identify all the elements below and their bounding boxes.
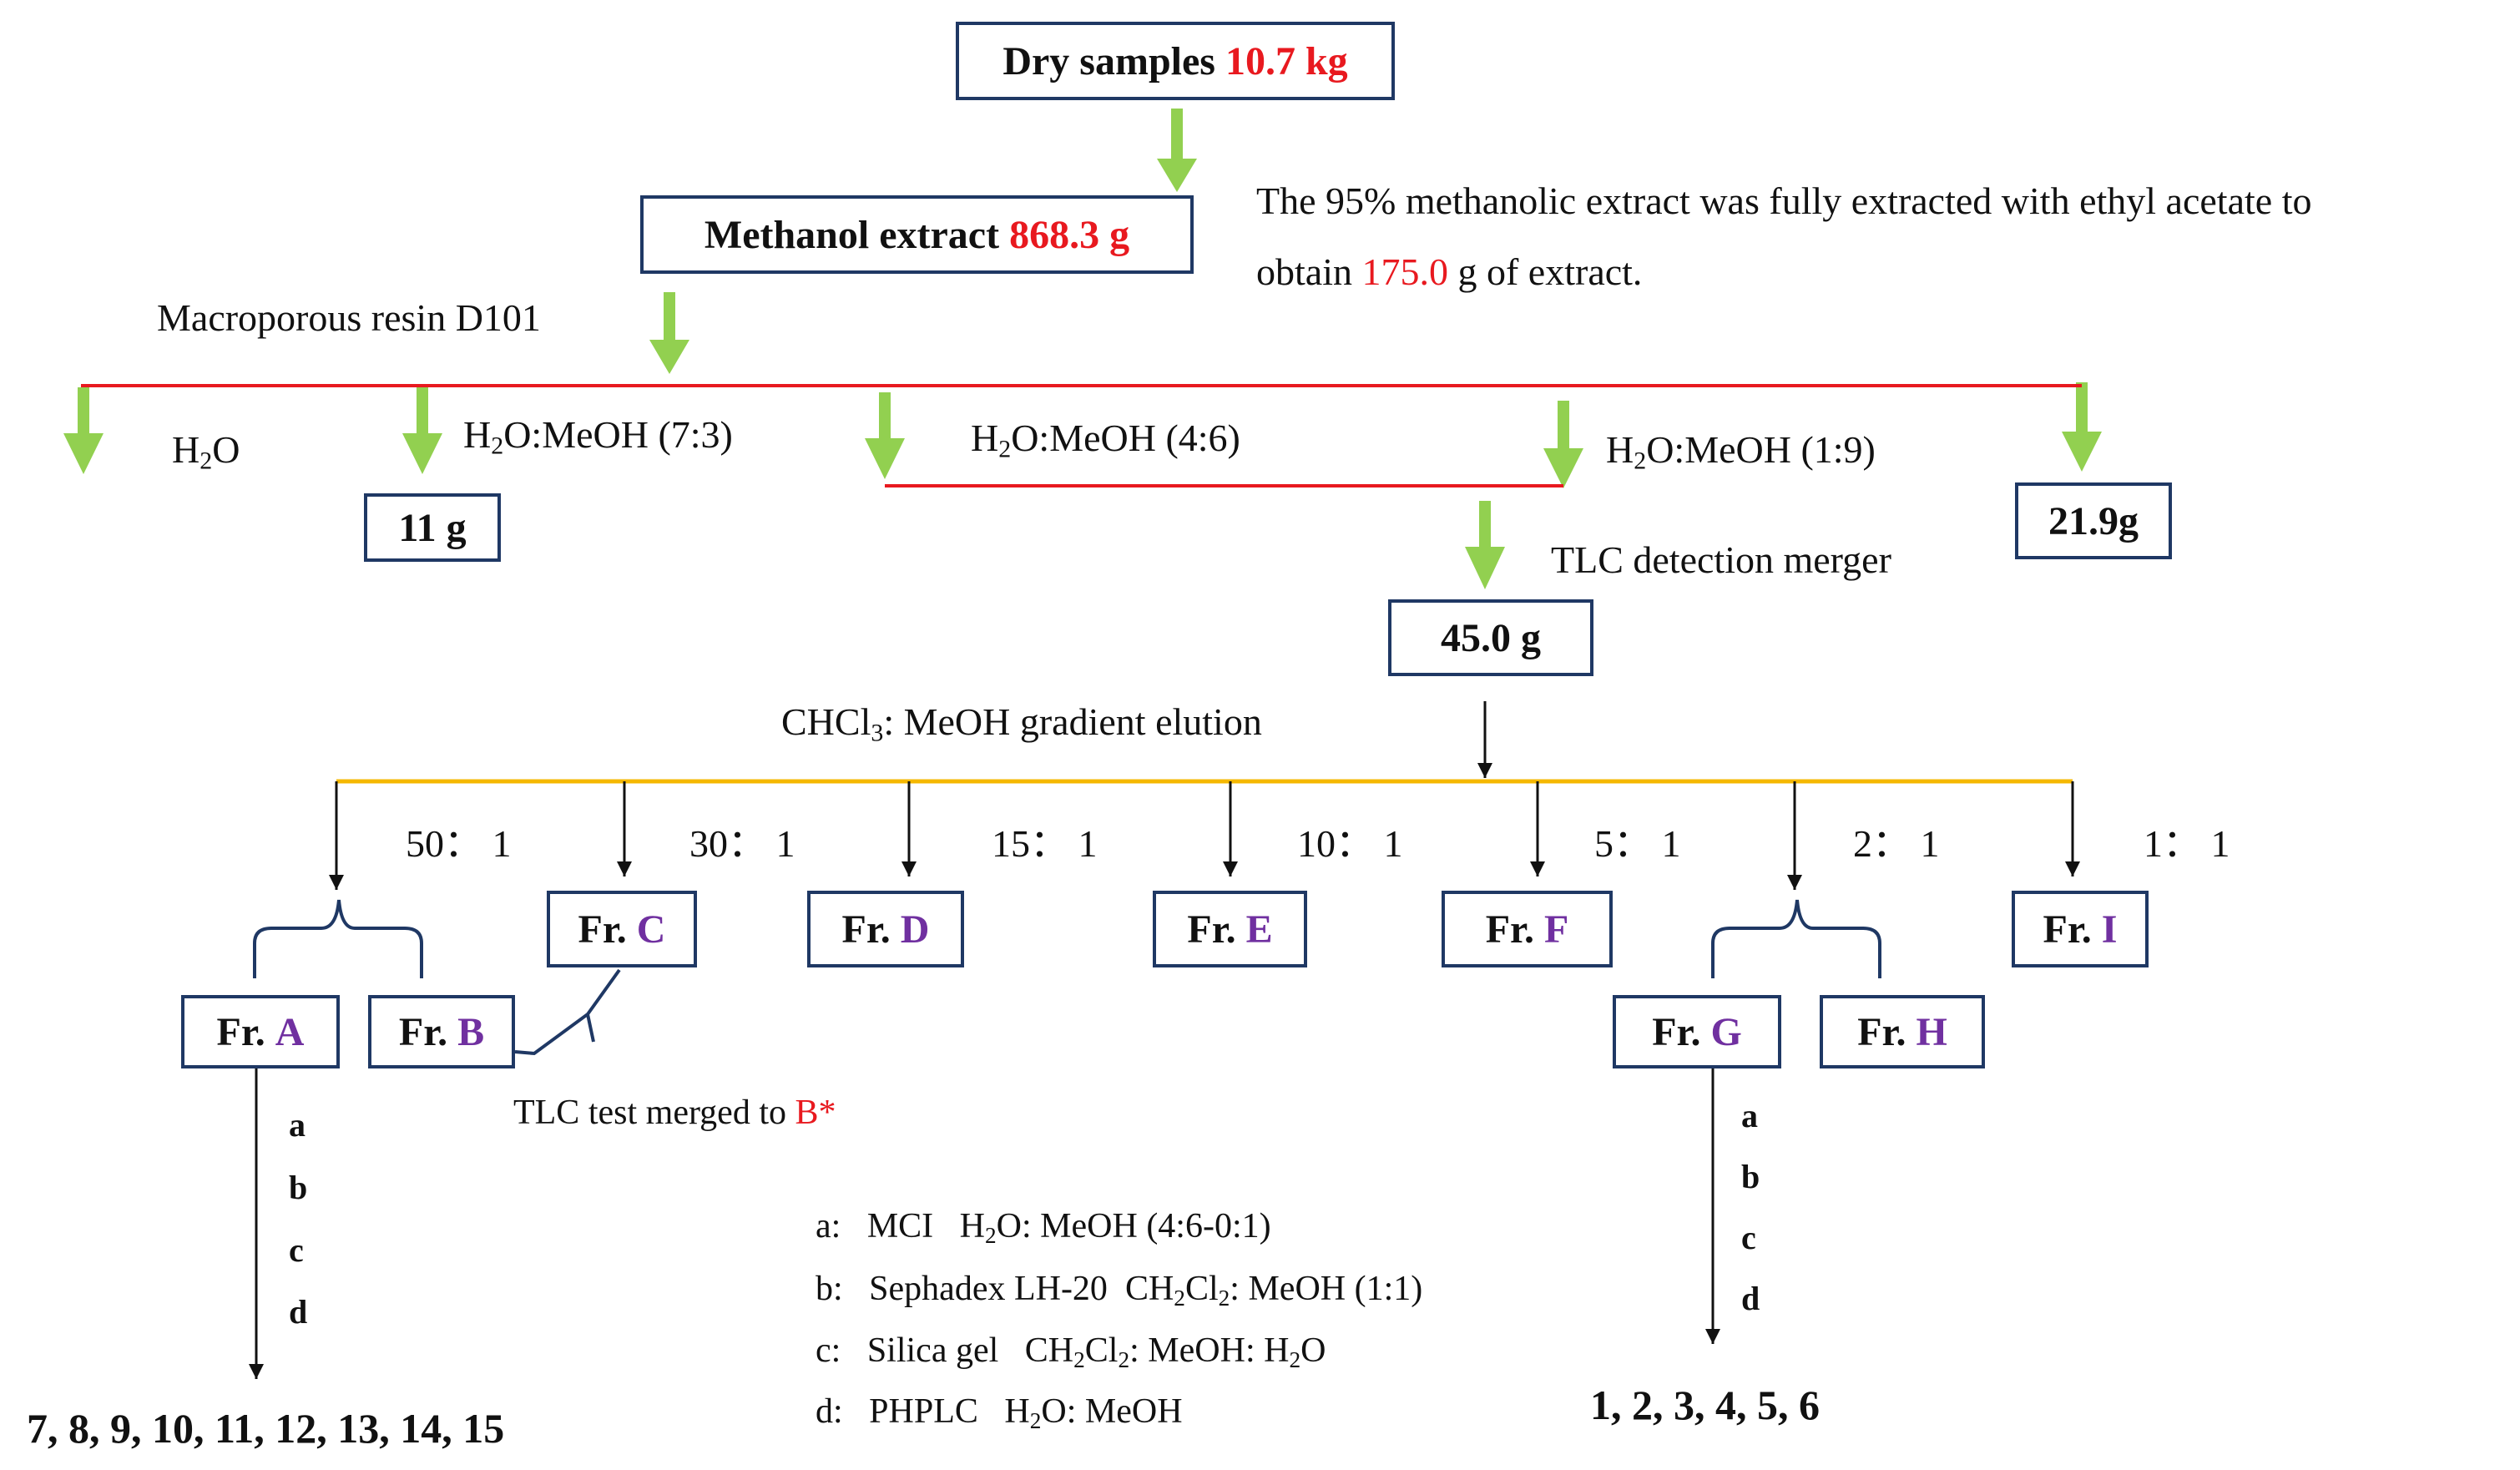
eluent-4-6: H2O:MeOH (4:6) [971, 417, 1240, 463]
legend-item-a: a: MCI H2O: MeOH (4:6-0:1) [816, 1207, 1271, 1248]
green-arrow-icon [1157, 109, 1197, 192]
ratio-label: 1： 1 [2144, 822, 2230, 865]
step-letter: d [1741, 1280, 1760, 1317]
extract-note-line1: The 95% methanolic extract was fully ext… [1256, 179, 2312, 222]
water-eluent: H2O [172, 428, 240, 475]
green-arrows [63, 109, 2102, 589]
step-letter: a [289, 1106, 306, 1144]
eluent-1-9: H2O:MeOH (1:9) [1606, 428, 1876, 475]
box-11g: 11 g [364, 493, 501, 562]
ratio-label: 30： 1 [689, 822, 795, 865]
step-letter: c [289, 1231, 304, 1269]
fraction-d-box: Fr. D [807, 891, 964, 967]
green-arrow-icon [649, 292, 689, 374]
eluent-7-3: H2O:MeOH (7:3) [463, 413, 733, 460]
legend-item-b: b: Sephadex LH-20 CH2Cl2: MeOH (1:1) [816, 1270, 1423, 1311]
step-letter: b [289, 1169, 308, 1206]
fraction-a-box: Fr. A [181, 995, 340, 1068]
ratio-label: 2： 1 [1853, 822, 1940, 865]
fraction-f-box: Fr. F [1442, 891, 1613, 967]
green-arrow-icon [1465, 501, 1505, 589]
step-letter: d [289, 1293, 308, 1331]
compounds-left: 7, 8, 9, 10, 11, 12, 13, 14, 15 [27, 1405, 505, 1452]
green-arrow-icon [865, 392, 905, 479]
merge-bracket [514, 968, 621, 1056]
tlc-test-label: TLC test merged to B* [513, 1094, 836, 1132]
box-21-9g: 21.9g [2015, 482, 2172, 559]
dry-samples-box: Dry samples 10.7 kg [956, 22, 1395, 100]
step-letter: b [1741, 1158, 1760, 1195]
ratio-label: 10： 1 [1297, 822, 1403, 865]
fraction-e-box: Fr. E [1153, 891, 1307, 967]
ratio-label: 5： 1 [1594, 822, 1681, 865]
fraction-b-box: Fr. B [368, 995, 515, 1068]
brace-a-b [253, 899, 423, 978]
green-arrow-icon [402, 387, 442, 474]
fraction-h-box: Fr. H [1820, 995, 1985, 1068]
methanol-extract-box: Methanol extract 868.3 g [640, 195, 1194, 274]
fraction-i-box: Fr. I [2012, 891, 2149, 967]
legend-item-c: c: Silica gel CH2Cl2: MeOH: H2O [816, 1331, 1326, 1372]
extract-note-line2: obtain 175.0 g of extract. [1256, 250, 1643, 293]
legend-item-d: d: PHPLC H2O: MeOH [816, 1392, 1183, 1433]
ratio-label: 15： 1 [992, 822, 1098, 865]
green-arrow-icon [1543, 401, 1583, 488]
brace-g-h [1711, 899, 1881, 978]
box-45g: 45.0 g [1388, 599, 1593, 676]
ratio-label: 50： 1 [406, 822, 512, 865]
tlc-merger-label: TLC detection merger [1551, 538, 1891, 581]
green-arrow-icon [63, 387, 104, 474]
resin-label: Macroporous resin D101 [157, 296, 541, 339]
step-letter: a [1741, 1097, 1758, 1134]
green-arrow-icon [2062, 382, 2102, 472]
step-letter: c [1741, 1219, 1756, 1256]
fraction-c-box: Fr. C [547, 891, 697, 967]
gradient-label: CHCl3: MeOH gradient elution [781, 700, 1262, 747]
fraction-g-box: Fr. G [1613, 995, 1781, 1068]
compounds-right: 1, 2, 3, 4, 5, 6 [1590, 1382, 1820, 1428]
